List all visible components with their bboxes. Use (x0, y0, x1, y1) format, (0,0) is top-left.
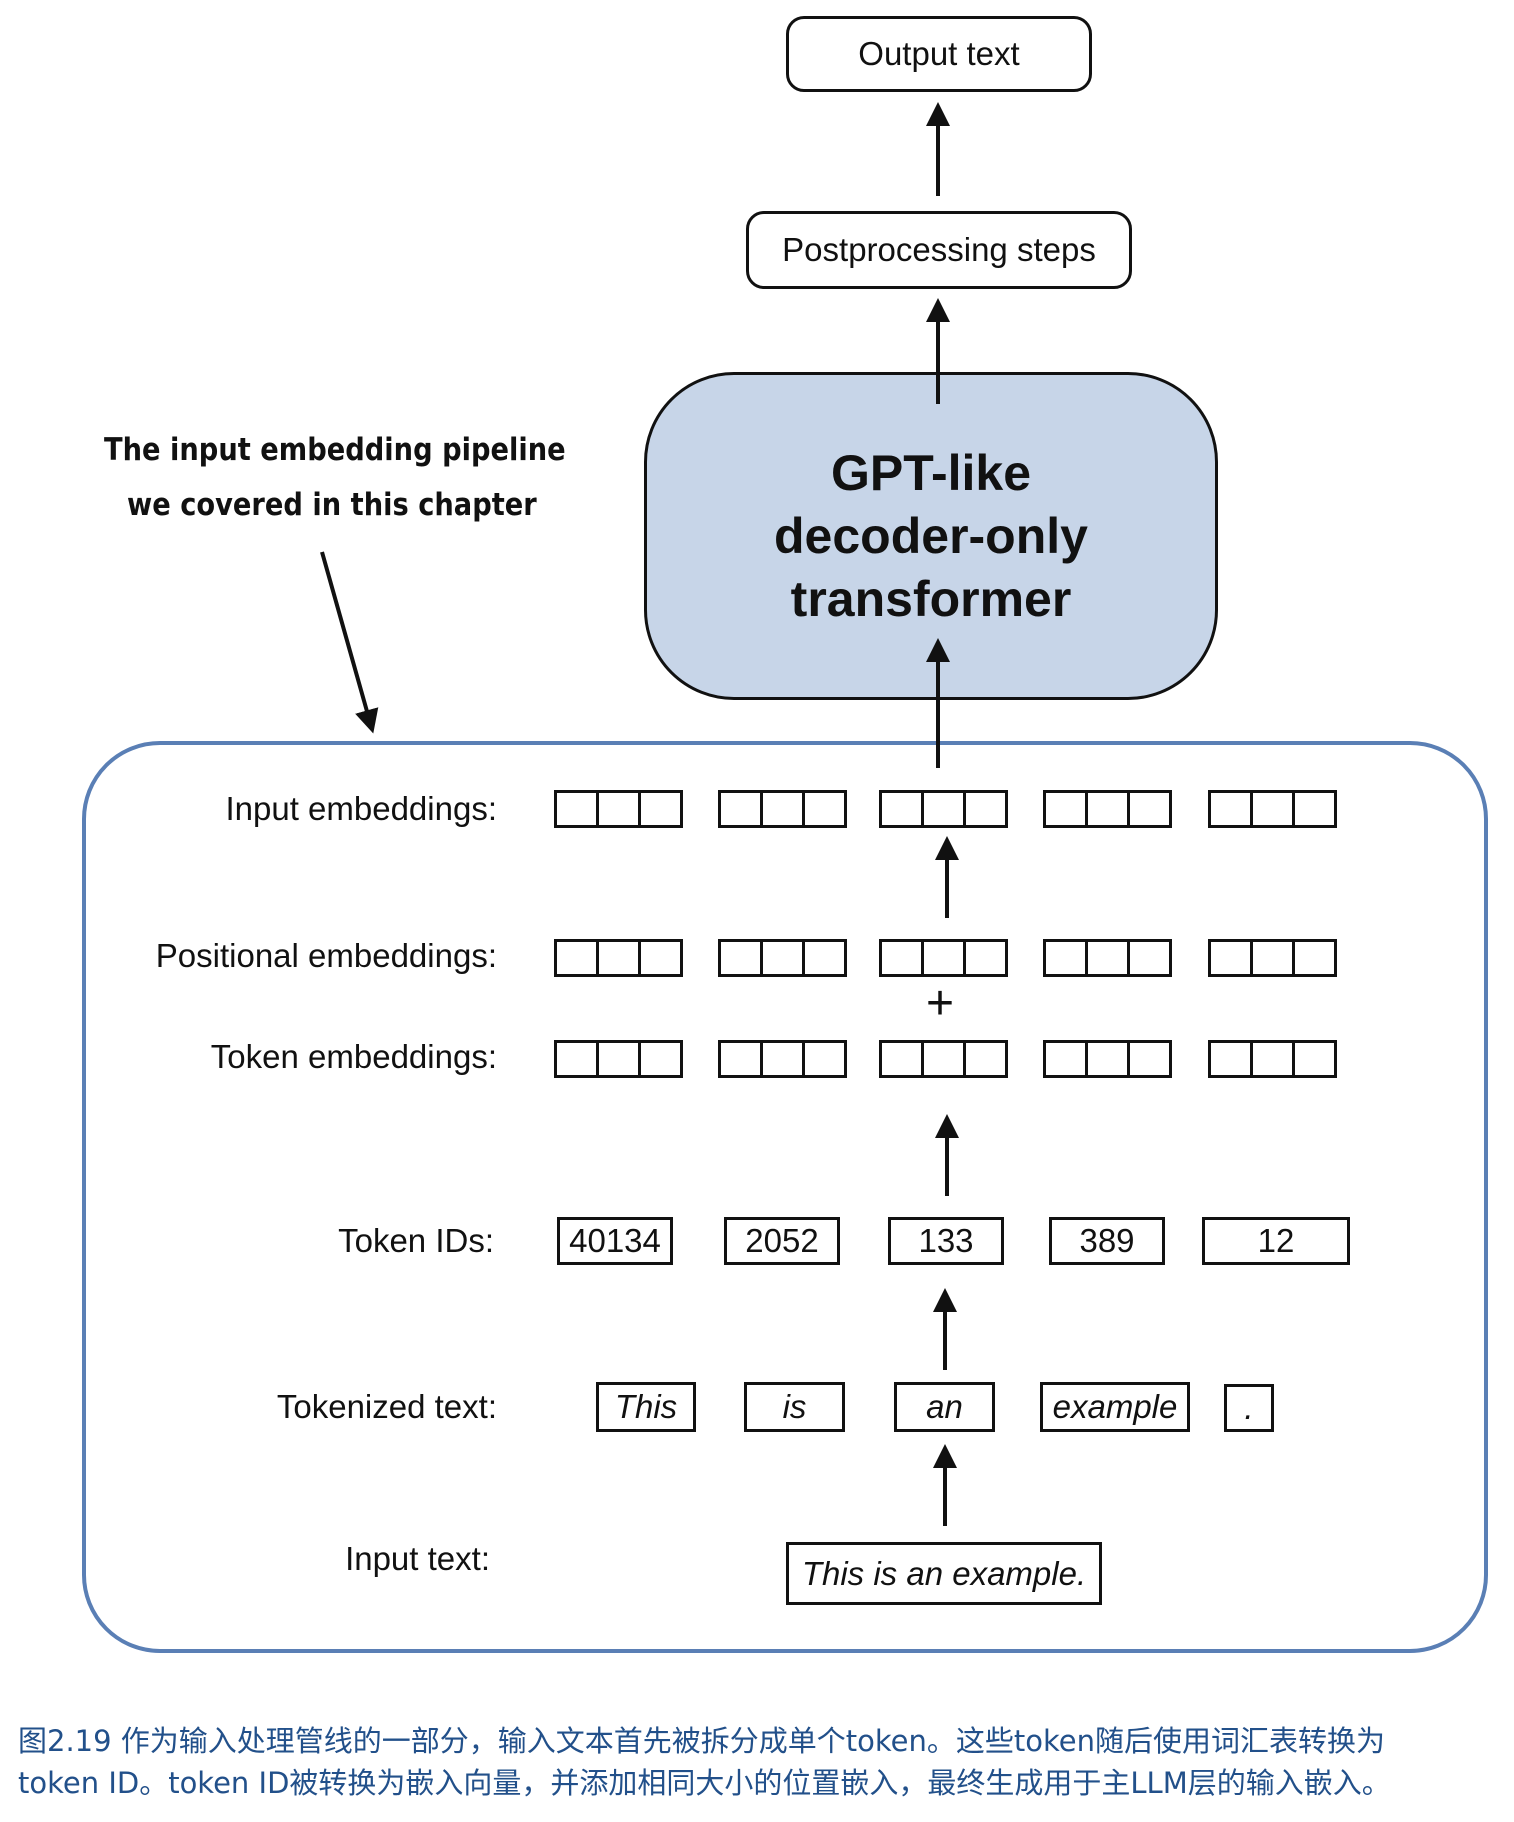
token-embedding-cell (1085, 1040, 1130, 1078)
postprocessing-box: Postprocessing steps (746, 211, 1132, 289)
positional-embedding-cell (760, 939, 805, 977)
token-id-box: 2052 (724, 1217, 840, 1265)
token-id-box: 133 (888, 1217, 1004, 1265)
label-input-text: Input text: (345, 1540, 490, 1577)
label-token-ids: Token IDs: (338, 1222, 494, 1259)
input-embedding-cell (879, 790, 924, 828)
token-embedding-cell (879, 1040, 924, 1078)
transformer-line-1: GPT-like (830, 444, 1032, 501)
input-embedding-cell (1127, 790, 1172, 828)
input-embedding-cell (1043, 790, 1088, 828)
token-id-box: 389 (1049, 1217, 1165, 1265)
label-token-embeddings: Token embeddings: (210, 1038, 497, 1075)
input-embedding-cell (921, 790, 966, 828)
positional-embedding-cell (718, 939, 763, 977)
positional-embedding-cell (638, 939, 683, 977)
positional-embedding-cell (554, 939, 599, 977)
token-embedding-cell (760, 1040, 805, 1078)
input-embedding-cell (718, 790, 763, 828)
input-embedding-cell (963, 790, 1008, 828)
token-embedding-cell (1250, 1040, 1295, 1078)
token-embedding-cell (1043, 1040, 1088, 1078)
token-embedding-cell (638, 1040, 683, 1078)
input-embedding-cell (638, 790, 683, 828)
label-positional-embeddings: Positional embeddings: (155, 937, 497, 974)
token-embedding-cell (1292, 1040, 1337, 1078)
token-embedding-cell (963, 1040, 1008, 1078)
postprocessing-label: Postprocessing steps (782, 231, 1096, 268)
token-embedding-cell (802, 1040, 847, 1078)
token-id-box: 40134 (557, 1217, 673, 1265)
positional-embedding-cell (1292, 939, 1337, 977)
positional-embedding-cell (921, 939, 966, 977)
input-embedding-cell (760, 790, 805, 828)
embedding-pipeline-frame (82, 741, 1488, 1653)
positional-embedding-cell (802, 939, 847, 977)
token-id-box: 12 (1202, 1217, 1350, 1265)
input-embedding-cell (596, 790, 641, 828)
output-text-box: Output text (786, 16, 1092, 92)
transformer-line-3: transformer (790, 570, 1072, 627)
annotation-pointer-arrow (320, 551, 379, 734)
token-embedding-cell (554, 1040, 599, 1078)
label-input-embeddings: Input embeddings: (225, 790, 497, 827)
input-embedding-cell (1208, 790, 1253, 828)
input-embedding-cell (1085, 790, 1130, 828)
token-box: an (894, 1382, 995, 1432)
token-embedding-cell (921, 1040, 966, 1078)
label-tokenized-text: Tokenized text: (276, 1388, 497, 1425)
token-box: . (1224, 1384, 1274, 1432)
token-embedding-cell (596, 1040, 641, 1078)
caption-line-2: token ID。token ID被转换为嵌入向量，并添加相同大小的位置嵌入，最… (18, 1766, 1391, 1800)
caption-line-1: 图2.19 作为输入处理管线的一部分，输入文本首先被拆分成单个token。这些t… (18, 1724, 1385, 1758)
annotation-line-2: we covered in this chapter (127, 487, 537, 523)
token-box: example (1040, 1382, 1190, 1432)
transformer-box: GPT-like decoder-only transformer (644, 372, 1218, 700)
token-box: This (596, 1382, 696, 1432)
input-embedding-cell (1250, 790, 1295, 828)
token-embedding-cell (1127, 1040, 1172, 1078)
positional-embedding-cell (1250, 939, 1295, 977)
output-text-label: Output text (858, 35, 1020, 72)
token-embedding-cell (1208, 1040, 1253, 1078)
token-embedding-cell (718, 1040, 763, 1078)
annotation-line-1: The input embedding pipeline (104, 432, 566, 468)
positional-embedding-cell (1208, 939, 1253, 977)
input-embedding-cell (554, 790, 599, 828)
positional-embedding-cell (879, 939, 924, 977)
plus-sign: + (926, 977, 955, 1030)
figure-caption: 图2.19 作为输入处理管线的一部分，输入文本首先被拆分成单个token。这些t… (18, 1720, 1498, 1804)
transformer-line-2: decoder-only (774, 507, 1088, 564)
input-embedding-cell (802, 790, 847, 828)
positional-embedding-cell (596, 939, 641, 977)
input-embedding-cell (1292, 790, 1337, 828)
positional-embedding-cell (963, 939, 1008, 977)
token-box: is (744, 1382, 845, 1432)
positional-embedding-cell (1043, 939, 1088, 977)
positional-embedding-cell (1127, 939, 1172, 977)
positional-embedding-cell (1085, 939, 1130, 977)
input-text-box: This is an example. (786, 1542, 1102, 1605)
